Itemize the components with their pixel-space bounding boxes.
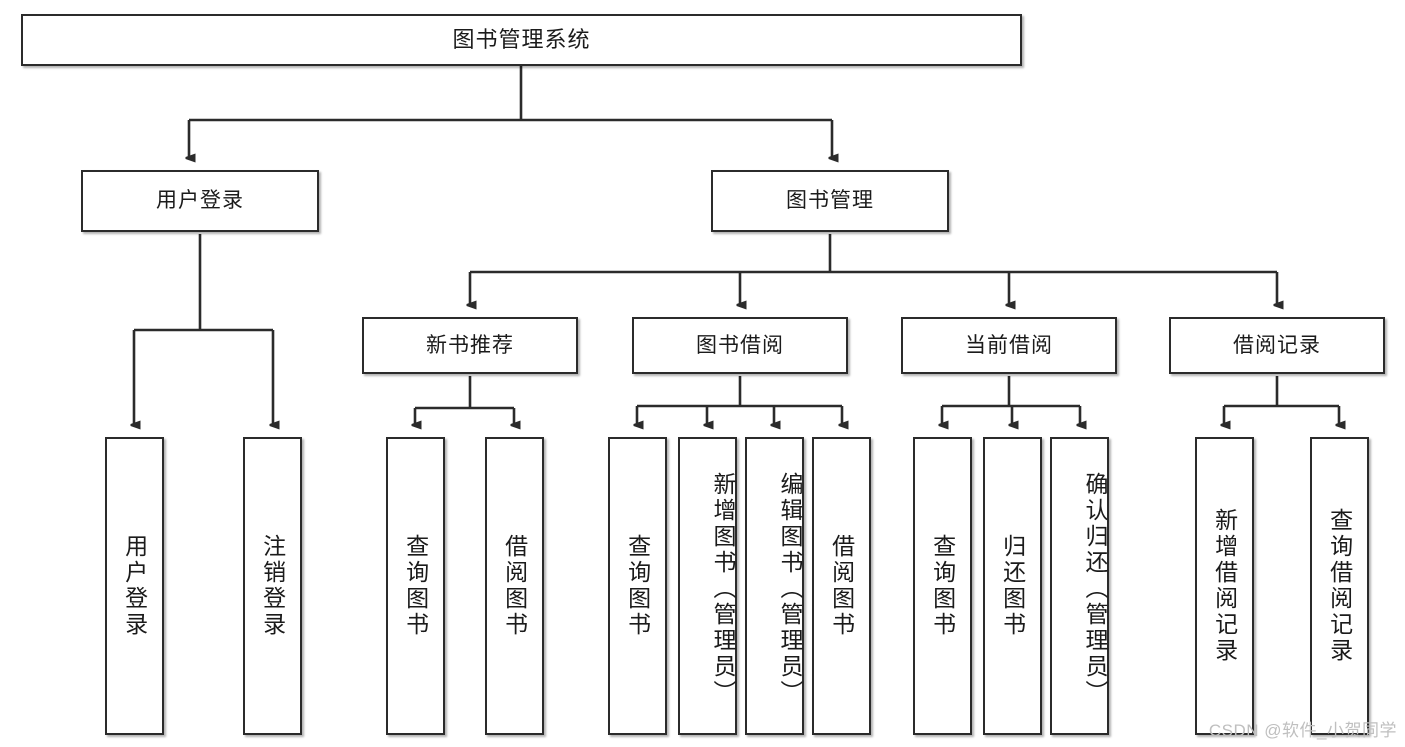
node-label: 用户登录 <box>156 189 244 213</box>
node-label: 借阅记录 <box>1233 333 1321 357</box>
node-book-management[interactable]: 图书管理 <box>711 170 949 232</box>
leaf-records-query-record[interactable]: 查询借阅记录 <box>1310 437 1369 735</box>
leaf-borrow-borrow-book[interactable]: 借阅图书 <box>812 437 871 735</box>
node-label: 新书推荐 <box>426 333 514 357</box>
node-label: 确认归还（管理员） <box>1082 472 1108 706</box>
csdn-watermark: CSDN @软件_小贺同学 <box>1208 721 1397 740</box>
node-label: 借阅图书 <box>501 534 528 638</box>
node-label: 查询图书 <box>402 534 429 638</box>
node-label: 归还图书 <box>999 534 1026 638</box>
node-root-book-management-system[interactable]: 图书管理系统 <box>21 14 1022 66</box>
node-label: 图书借阅 <box>696 333 784 357</box>
node-user-login[interactable]: 用户登录 <box>81 170 319 232</box>
node-book-borrowing[interactable]: 图书借阅 <box>632 317 848 374</box>
node-borrowing-records[interactable]: 借阅记录 <box>1169 317 1385 374</box>
node-label: 注销登录 <box>259 534 286 638</box>
node-label: 图书管理系统 <box>452 26 591 52</box>
node-current-borrowing[interactable]: 当前借阅 <box>901 317 1117 374</box>
node-label: 查询借阅记录 <box>1326 508 1353 664</box>
node-label: 图书管理 <box>786 189 874 213</box>
leaf-current-query-book[interactable]: 查询图书 <box>913 437 972 735</box>
leaf-records-add-record[interactable]: 新增借阅记录 <box>1195 437 1254 735</box>
leaf-user-login-signin[interactable]: 用户登录 <box>105 437 164 735</box>
node-label: 用户登录 <box>121 534 148 638</box>
leaf-borrow-query-book[interactable]: 查询图书 <box>608 437 667 735</box>
node-label: 当前借阅 <box>965 333 1053 357</box>
node-label: 查询图书 <box>624 534 651 638</box>
node-label: 编辑图书（管理员） <box>777 472 803 706</box>
leaf-borrow-edit-book-admin[interactable]: 编辑图书（管理员） <box>745 437 804 735</box>
node-label: 新增借阅记录 <box>1211 508 1238 664</box>
leaf-borrow-add-book-admin[interactable]: 新增图书（管理员） <box>678 437 737 735</box>
node-label: 查询图书 <box>929 534 956 638</box>
leaf-new-book-borrow[interactable]: 借阅图书 <box>485 437 544 735</box>
leaf-new-book-query[interactable]: 查询图书 <box>386 437 445 735</box>
node-label: 新增图书（管理员） <box>710 472 736 706</box>
leaf-current-return-book[interactable]: 归还图书 <box>983 437 1042 735</box>
node-new-book-recommendation[interactable]: 新书推荐 <box>362 317 578 374</box>
node-label: 借阅图书 <box>828 534 855 638</box>
leaf-current-confirm-return-admin[interactable]: 确认归还（管理员） <box>1050 437 1109 735</box>
leaf-user-login-signout[interactable]: 注销登录 <box>243 437 302 735</box>
